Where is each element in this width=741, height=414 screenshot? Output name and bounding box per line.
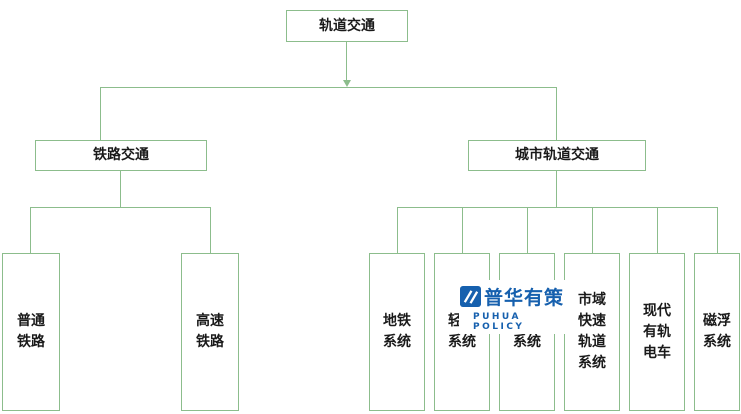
connector-metro-down	[397, 207, 398, 253]
arrowhead-down-icon	[343, 80, 351, 87]
connector-railway-stem	[120, 171, 121, 207]
node-label: 铁路交通	[93, 147, 149, 163]
connector-level1-horizontal	[100, 87, 557, 88]
node-highspeed-railway: 高速 铁路	[181, 253, 239, 411]
node-railway-transit: 铁路交通	[35, 140, 207, 171]
node-label: 市域 快速 轨道 系统	[578, 292, 606, 371]
connector-urban-horizontal	[397, 207, 718, 208]
node-label: 地铁 系统	[383, 313, 411, 350]
node-rail-transit-root: 轨道交通	[286, 10, 408, 42]
connector-railway-down	[100, 87, 101, 140]
connector-ordinary-down	[30, 207, 31, 253]
node-label: 磁浮 系统	[703, 313, 731, 350]
connector-lightrail-down	[462, 207, 463, 253]
node-urban-rail-transit: 城市轨道交通	[468, 140, 646, 171]
connector-highspeed-down	[210, 207, 211, 253]
node-maglev-system: 磁浮 系统	[694, 253, 740, 411]
puhua-logo-icon	[459, 285, 481, 307]
node-ordinary-railway: 普通 铁路	[2, 253, 60, 411]
watermark-brand-text: 普华有策	[483, 286, 564, 309]
node-label: 普通 铁路	[17, 313, 45, 350]
connector-suburban-down	[592, 207, 593, 253]
node-suburban-rapid-rail-system: 市域 快速 轨道 系统	[564, 253, 620, 411]
node-metro-system: 地铁 系统	[369, 253, 425, 411]
node-label: 高速 铁路	[196, 313, 224, 350]
node-label: 城市轨道交通	[515, 147, 599, 163]
connector-railway-horizontal	[30, 207, 211, 208]
node-modern-tram: 现代 有轨 电车	[629, 253, 685, 411]
watermark-subtitle-text: PUHUA POLICY	[473, 311, 525, 332]
node-label: 现代 有轨 电车	[643, 302, 671, 361]
connector-urban-stem	[556, 171, 557, 207]
watermark-row: 普华有策	[459, 283, 564, 310]
puhua-watermark: 普华有策 PUHUA POLICY	[459, 280, 565, 334]
connector-maglev-down	[717, 207, 718, 253]
node-label: 轨道交通	[319, 17, 375, 34]
connector-urban-down	[556, 87, 557, 140]
connector-root-down	[346, 42, 347, 80]
connector-monorail-down	[527, 207, 528, 253]
connector-tram-down	[657, 207, 658, 253]
